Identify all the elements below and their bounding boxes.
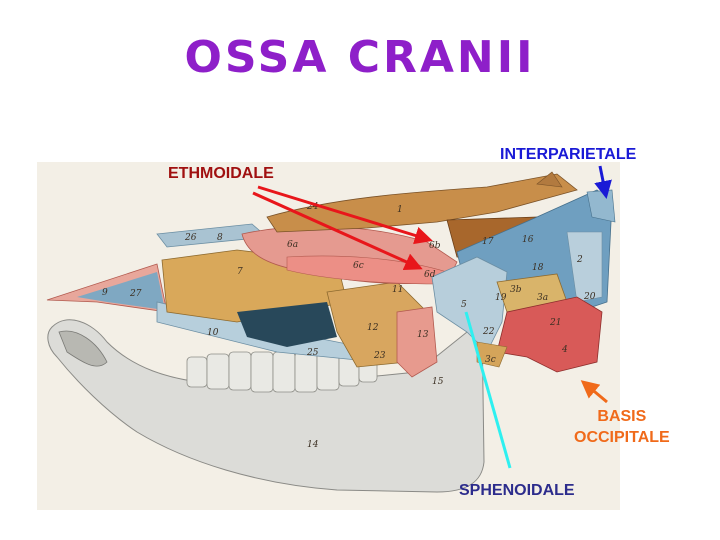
page-title: OSSA CRANII: [184, 32, 536, 83]
svg-text:1: 1: [397, 205, 403, 215]
svg-text:25: 25: [306, 348, 319, 358]
svg-text:2: 2: [576, 255, 583, 265]
label-interparietale: INTERPARIETALE: [500, 146, 637, 163]
svg-text:14: 14: [307, 440, 319, 450]
svg-text:16: 16: [522, 235, 534, 245]
svg-text:10: 10: [207, 328, 219, 338]
svg-text:17: 17: [482, 237, 494, 247]
svg-text:27: 27: [129, 289, 142, 299]
svg-text:8: 8: [217, 233, 223, 243]
svg-text:20: 20: [583, 292, 596, 302]
svg-text:6d: 6d: [424, 270, 436, 280]
svg-text:3c: 3c: [485, 355, 496, 365]
label-basis-line1: BASIS: [597, 408, 647, 425]
svg-text:9: 9: [102, 288, 108, 298]
svg-text:5: 5: [461, 300, 467, 310]
svg-text:13: 13: [417, 330, 429, 340]
svg-text:19: 19: [495, 293, 507, 303]
svg-text:11: 11: [392, 285, 403, 295]
svg-text:6c: 6c: [353, 261, 364, 271]
svg-text:21: 21: [549, 318, 561, 328]
svg-text:22: 22: [482, 327, 495, 337]
svg-text:18: 18: [532, 263, 544, 273]
label-basis-occipitale: BASIS OCCIPITALE: [574, 406, 670, 448]
svg-text:23: 23: [373, 351, 386, 361]
skull-illustration: 1 2 3a 3b 3c 4 5 6a 6b 6c 6d 7 8 9 10 11…: [37, 162, 620, 510]
svg-text:7: 7: [237, 267, 243, 277]
svg-text:15: 15: [432, 377, 444, 387]
label-ethmoidale: ETHMOIDALE: [168, 165, 274, 182]
label-basis-line2: OCCIPITALE: [574, 429, 670, 446]
svg-text:24: 24: [306, 202, 319, 212]
svg-text:4: 4: [561, 345, 568, 355]
svg-text:6b: 6b: [429, 241, 441, 251]
svg-text:12: 12: [367, 323, 379, 333]
svg-text:3a: 3a: [537, 293, 548, 303]
svg-text:26: 26: [184, 233, 197, 243]
label-sphenoidale: SPHENOIDALE: [459, 482, 575, 499]
svg-text:6a: 6a: [287, 240, 298, 250]
svg-text:3b: 3b: [510, 285, 522, 295]
mandible: [47, 319, 485, 493]
